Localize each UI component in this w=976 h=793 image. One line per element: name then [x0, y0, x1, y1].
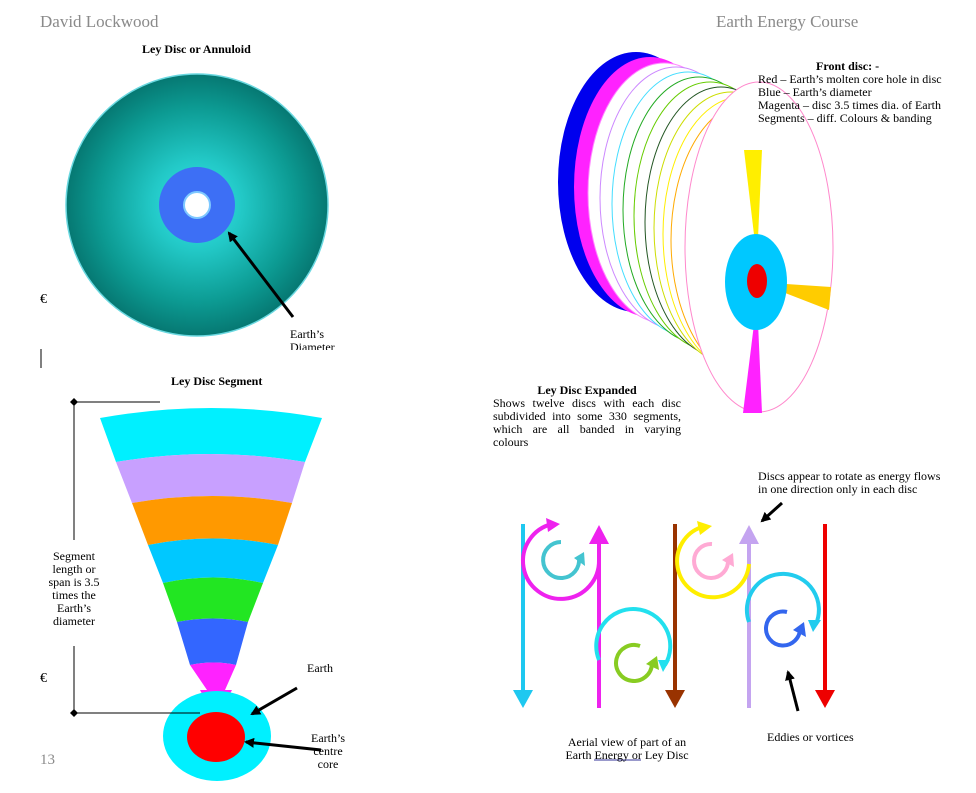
- span-note: Segment length or span is 3.5 times the …: [44, 550, 104, 628]
- flow-caption: Aerial view of part of an Earth Energy o…: [555, 736, 699, 762]
- front-disc-legend: Front disc: - Red – Earth’s molten core …: [758, 60, 958, 125]
- flow-diagram: [513, 518, 835, 708]
- flow-caption-line2: Earth Energy or Ley Disc: [555, 749, 699, 762]
- vortex-note: Eddies or vortices: [767, 731, 854, 744]
- segment-title: Ley Disc Segment: [171, 375, 262, 388]
- rotation-note: Discs appear to rotate as energy flows i…: [758, 470, 940, 496]
- core-label: Earth’s centre core: [306, 732, 350, 771]
- span-top-diamond: [70, 398, 78, 406]
- rotation-arrow: [762, 503, 782, 521]
- expanded-caption: Ley Disc Expanded Shows twelve discs wit…: [493, 384, 681, 449]
- annuloid-disc: [66, 74, 328, 336]
- span-note-line: diameter: [44, 615, 104, 628]
- diameter-label-line2: Diameter: [290, 341, 335, 350]
- segment-earth: [163, 691, 271, 781]
- segment-wedge: [100, 408, 322, 720]
- span-bottom-diamond: [70, 709, 78, 717]
- expanded-caption-text: Shows twelve discs with each disc subdiv…: [493, 397, 681, 449]
- core-label-line: core: [306, 758, 350, 771]
- flow-caption-pre: Earth: [565, 748, 594, 762]
- diameter-label: Earth’s Diameter: [290, 328, 335, 350]
- vortex-arrow: [788, 672, 798, 711]
- core-hole: [184, 192, 210, 218]
- front-core-red: [747, 264, 767, 298]
- flow-caption-post: Ley Disc: [642, 748, 689, 762]
- earth-label: Earth: [307, 662, 333, 675]
- earth-arrow: [252, 688, 297, 714]
- flow-caption-link[interactable]: Energy or: [594, 748, 641, 762]
- euro-marker-top: €: [40, 292, 47, 308]
- diameter-label-line1: Earth’s: [290, 328, 335, 341]
- legend-line-segments: Segments – diff. Colours & banding: [758, 112, 958, 125]
- euro-marker-bottom: €: [40, 671, 47, 687]
- rotation-note-line: in one direction only in each disc: [758, 483, 940, 496]
